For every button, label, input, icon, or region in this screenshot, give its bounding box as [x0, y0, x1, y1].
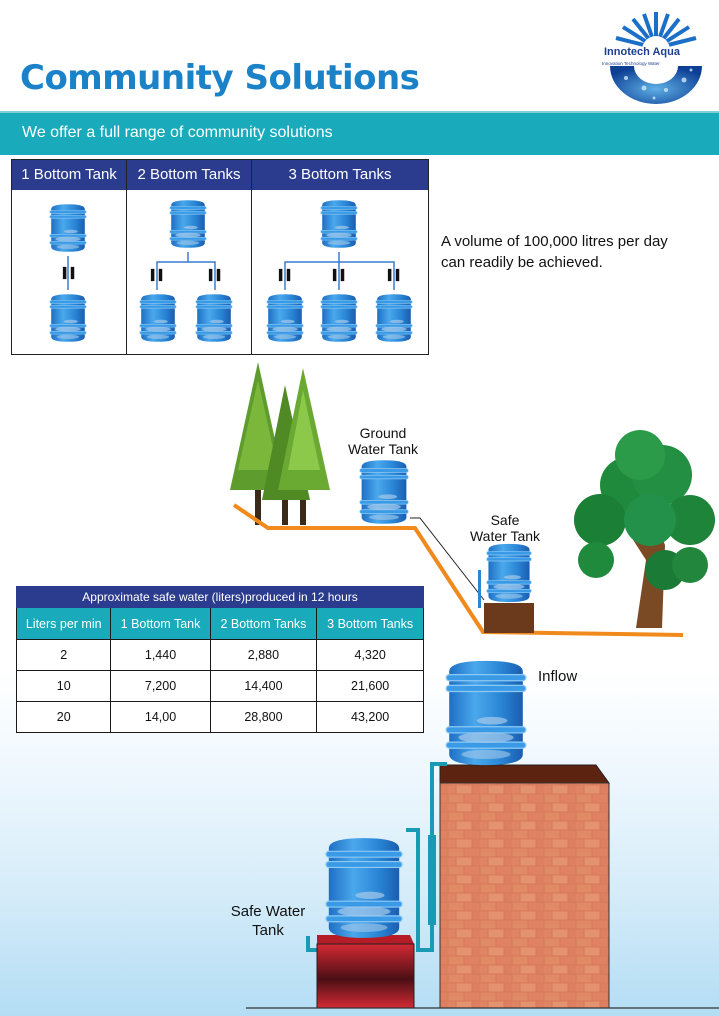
table-cell: 28,800	[209, 701, 318, 733]
label-line: Ground	[359, 425, 407, 441]
config-header: 3 Bottom Tanks	[252, 160, 428, 190]
pine-trees-icon	[230, 362, 330, 525]
safe-water-output-table: Approximate safe water (liters)produced …	[15, 586, 424, 733]
bottom-tank-icon	[195, 293, 233, 343]
company-logo: Innotech Aqua Innovation Technology Wate…	[596, 8, 714, 108]
bottom-tank-icon	[375, 293, 413, 343]
config-1-bottom-tank: 1 Bottom Tank	[12, 160, 127, 354]
top-tank-icon	[320, 199, 358, 249]
label-line: Safe	[490, 512, 520, 528]
logo-sunburst-icon	[610, 12, 702, 104]
config-1-drawing	[49, 203, 87, 343]
banner-text: We offer a full range of community solut…	[22, 124, 333, 141]
bottom-tank-icon	[139, 293, 177, 343]
safe-water-tank-icon	[486, 543, 532, 603]
config-header: 1 Bottom Tank	[12, 160, 126, 190]
inflow-tank-icon	[445, 660, 527, 766]
inflow-label: Inflow	[538, 668, 578, 685]
table-cell: 14,00	[110, 701, 211, 733]
config-header: 2 Bottom Tanks	[127, 160, 251, 190]
hillside-illustration	[230, 362, 715, 637]
label-line: Tank	[252, 922, 284, 939]
ground-line	[232, 503, 684, 637]
config-3-bottom-tanks: 3 Bottom Tanks	[252, 160, 428, 354]
label-line: Water Tank	[469, 528, 541, 544]
volume-note-line2: can readily be achieved.	[441, 254, 603, 271]
table-cell: 4,320	[316, 639, 424, 671]
label-line: Water Tank	[347, 441, 419, 457]
label-line: Safe Water	[230, 903, 306, 920]
config-2-bottom-tanks: 2 Bottom Tanks	[127, 160, 252, 354]
table-cell: 14,400	[209, 670, 318, 702]
config-3-drawing	[266, 199, 413, 343]
tank-configuration-diagram: 1 Bottom Tank 2 Bottom Tanks 3 Bottom Ta…	[11, 159, 429, 355]
config-2-drawing	[139, 199, 233, 343]
deciduous-tree-icon	[574, 430, 715, 628]
table-cell: 20	[15, 701, 112, 733]
table-cell: 43,200	[316, 701, 424, 733]
safe-water-tank-label: Safe Water Tank	[222, 902, 314, 940]
tank-stand	[484, 603, 534, 633]
inflow-pipe	[406, 762, 447, 952]
page-title: Community Solutions	[20, 58, 420, 98]
bottom-tank-icon	[320, 293, 358, 343]
ground-water-tank-icon	[359, 459, 409, 525]
table-cell: 2,880	[209, 639, 318, 671]
logo-tagline: Innovation Technology Water	[602, 61, 660, 66]
column-header: 3 Bottom Tanks	[316, 607, 424, 640]
brick-tower-illustration	[246, 660, 719, 1009]
table-row: 20 14,00 28,800 43,200	[15, 701, 424, 733]
ground-tank-label: Ground Water Tank	[340, 425, 426, 457]
table-row: 2 1,440 2,880 4,320	[15, 639, 424, 671]
column-header: 2 Bottom Tanks	[209, 607, 318, 640]
logo-name: Innotech Aqua	[604, 46, 680, 58]
volume-note: A volume of 100,000 litres per day can r…	[441, 231, 711, 273]
top-tank-icon	[169, 199, 207, 249]
safe-tank-label: Safe Water Tank	[462, 512, 548, 544]
subtitle-banner: We offer a full range of community solut…	[0, 111, 719, 155]
column-header: 1 Bottom Tank	[110, 607, 211, 640]
table-caption: Approximate safe water (liters)produced …	[16, 586, 424, 608]
table-cell: 10	[15, 670, 112, 702]
column-header: Liters per min	[15, 607, 112, 640]
top-tank-icon	[49, 203, 87, 253]
table-cell: 21,600	[316, 670, 424, 702]
bottom-tank-icon	[49, 293, 87, 343]
table-row: 10 7,200 14,400 21,600	[15, 670, 424, 702]
volume-note-line1: A volume of 100,000 litres per day	[441, 233, 668, 250]
bottom-tank-icon	[266, 293, 304, 343]
table-cell: 7,200	[110, 670, 211, 702]
safe-water-tank-icon	[325, 837, 403, 939]
brick-tower	[439, 782, 610, 1009]
tank-stand	[316, 943, 415, 1009]
